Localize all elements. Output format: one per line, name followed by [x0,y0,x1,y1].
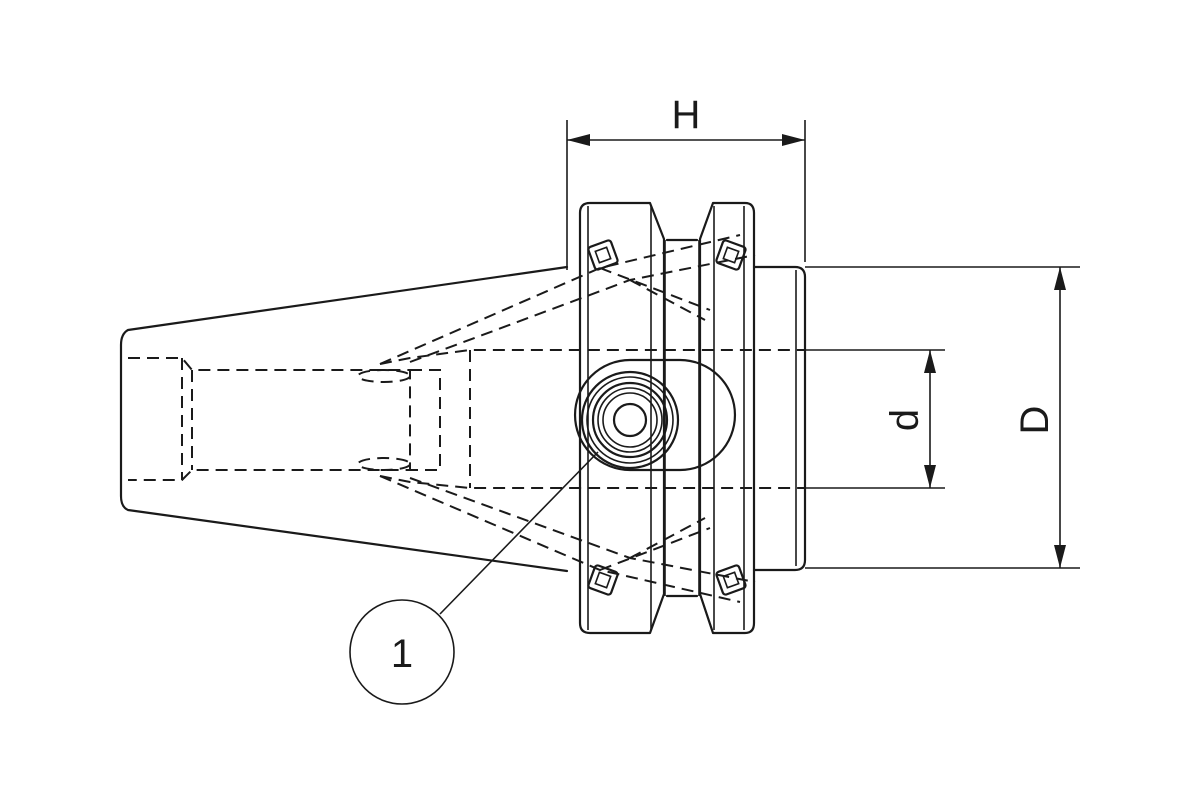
taper-shank [119,265,569,573]
dimension-d-outer: D [805,266,1080,569]
set-screw-bottom-left [587,564,619,596]
hidden-features [128,234,805,603]
set-screw-top-left [587,239,619,271]
set-screw-top-right [715,239,747,271]
dimension-d-bore: d [805,349,945,489]
dimension-outer-label: D [1013,406,1057,435]
clamp-screw [573,358,737,472]
dimension-d-label: d [883,409,927,431]
dimension-h-label: H [672,93,701,137]
set-screw-bottom-right [715,564,747,596]
spindle-nose [752,265,807,572]
callout-1: 1 [349,451,599,705]
callout-1-label: 1 [391,632,413,676]
dimension-h: H [566,93,806,270]
